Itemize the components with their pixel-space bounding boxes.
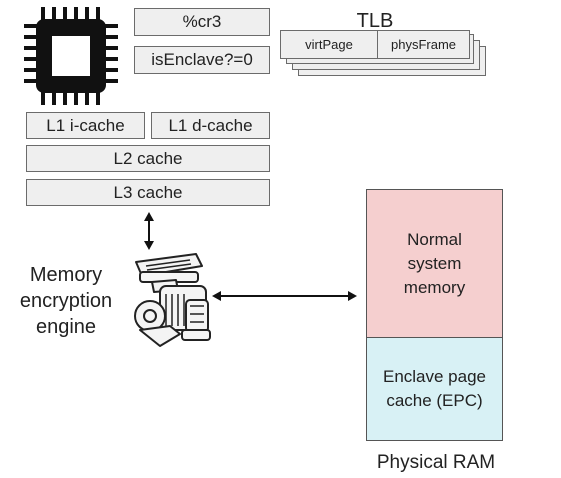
- normal-memory-line: Normal: [407, 229, 462, 249]
- ram-normal-region: Normal system memory: [366, 189, 503, 337]
- tlb-column-physframe: physFrame: [378, 31, 469, 58]
- l3-cache: L3 cache: [26, 179, 270, 206]
- l1-icache: L1 i-cache: [26, 112, 145, 139]
- l1-dcache: L1 d-cache: [151, 112, 270, 139]
- mee-label: Memory encryption engine: [2, 262, 130, 340]
- ram-epc-region: Enclave page cache (EPC): [366, 337, 503, 441]
- l3-cache-label: L3 cache: [113, 182, 183, 202]
- normal-memory-line: system: [407, 253, 462, 273]
- mee-label-line: engine: [35, 316, 97, 338]
- tlb-column-virtpage: virtPage: [281, 31, 378, 58]
- normal-memory-line: memory: [403, 277, 466, 297]
- cr3-register: %cr3: [134, 8, 270, 36]
- l1-dcache-label: L1 d-cache: [168, 115, 253, 135]
- ram-title: Physical RAM: [376, 452, 496, 473]
- enclave-flag-label: isEnclave?=0: [151, 50, 253, 69]
- tlb-column-label: virtPage: [305, 37, 353, 52]
- enclave-flag-register: isEnclave?=0: [134, 46, 270, 74]
- mee-label-line: Memory: [29, 264, 103, 286]
- tlb-column-label: physFrame: [390, 37, 457, 52]
- l2-cache-label: L2 cache: [113, 148, 183, 168]
- mee-label-line: encryption: [19, 290, 113, 312]
- tlb-table: virtPage physFrame: [280, 30, 470, 59]
- epc-line: cache (EPC): [386, 391, 483, 410]
- l2-cache: L2 cache: [26, 145, 270, 172]
- tlb-title: TLB: [356, 10, 394, 32]
- cr3-label: %cr3: [182, 12, 222, 31]
- epc-line: Enclave page: [382, 367, 487, 386]
- l1-icache-label: L1 i-cache: [46, 115, 125, 135]
